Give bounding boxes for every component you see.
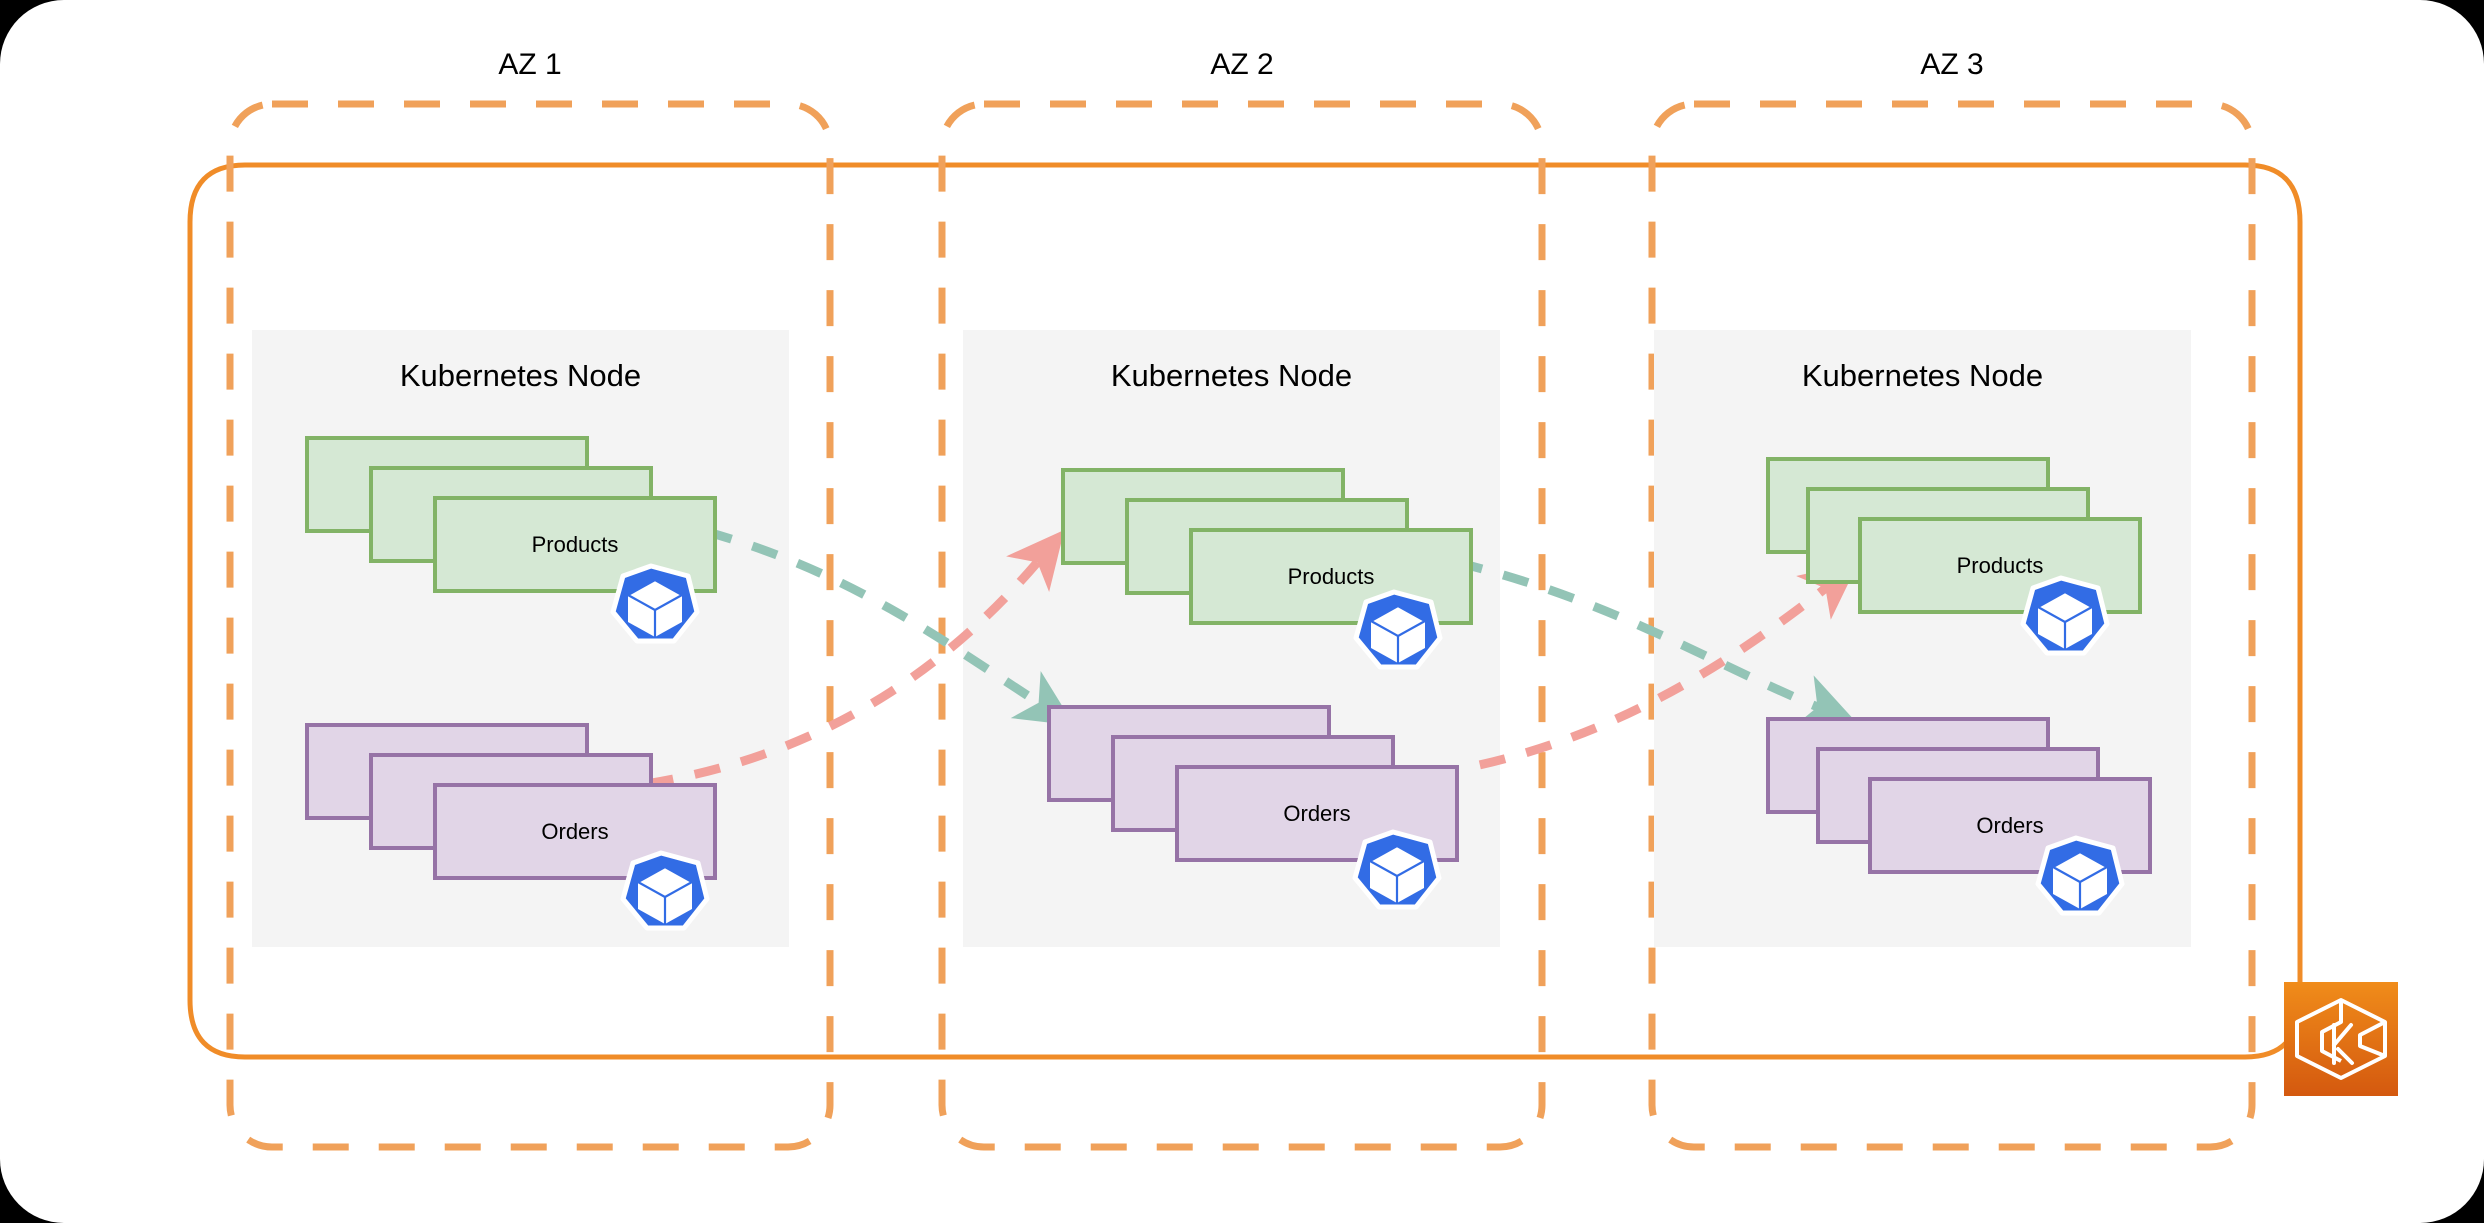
az-label-1: AZ 1	[498, 48, 562, 81]
pod-label-node1-orders: Orders	[541, 819, 609, 844]
pod-stack-node2-products[interactable]	[1061, 468, 1473, 625]
pod-label-node2-orders: Orders	[1283, 801, 1351, 826]
pod-label-node2-products: Products	[1287, 564, 1375, 589]
pod-stack-node1-orders[interactable]	[305, 723, 717, 880]
node-title-2: Kubernetes Node	[1110, 358, 1353, 393]
kubernetes-pod-icon-node1-products	[610, 563, 700, 644]
kubernetes-pod-icon-node2-orders	[1352, 829, 1442, 910]
connection-green-2	[1409, 547, 1857, 728]
az3-boundary[interactable]	[1648, 100, 2256, 1151]
az2-boundary[interactable]	[938, 100, 1546, 1151]
pod-label-node3-orders: Orders	[1976, 813, 2044, 838]
connection-red-1	[599, 529, 1065, 795]
pod-stack-node1-products[interactable]	[305, 436, 717, 593]
aws-eks-logo[interactable]	[2284, 982, 2398, 1096]
pod-label-node3-products: Products	[1956, 553, 2044, 578]
az1-boundary[interactable]	[226, 100, 834, 1151]
kubernetes-pod-icon-node3-products	[2020, 575, 2110, 656]
connection-red-2	[1384, 562, 1859, 785]
pod-stack-node3-orders[interactable]	[1766, 717, 2152, 874]
node-title-3: Kubernetes Node	[1801, 358, 2044, 393]
connection-green-1	[659, 515, 1075, 726]
az-label-3: AZ 3	[1920, 48, 1984, 81]
node-title-1: Kubernetes Node	[399, 358, 642, 393]
az-label-2: AZ 2	[1210, 48, 1274, 81]
pod-label-node1-products: Products	[531, 532, 619, 557]
kubernetes-pod-icon-node3-orders	[2035, 835, 2125, 916]
kubernetes-pod-icon-node1-orders	[620, 850, 710, 931]
kubernetes-pod-icon-node2-products	[1353, 589, 1443, 670]
